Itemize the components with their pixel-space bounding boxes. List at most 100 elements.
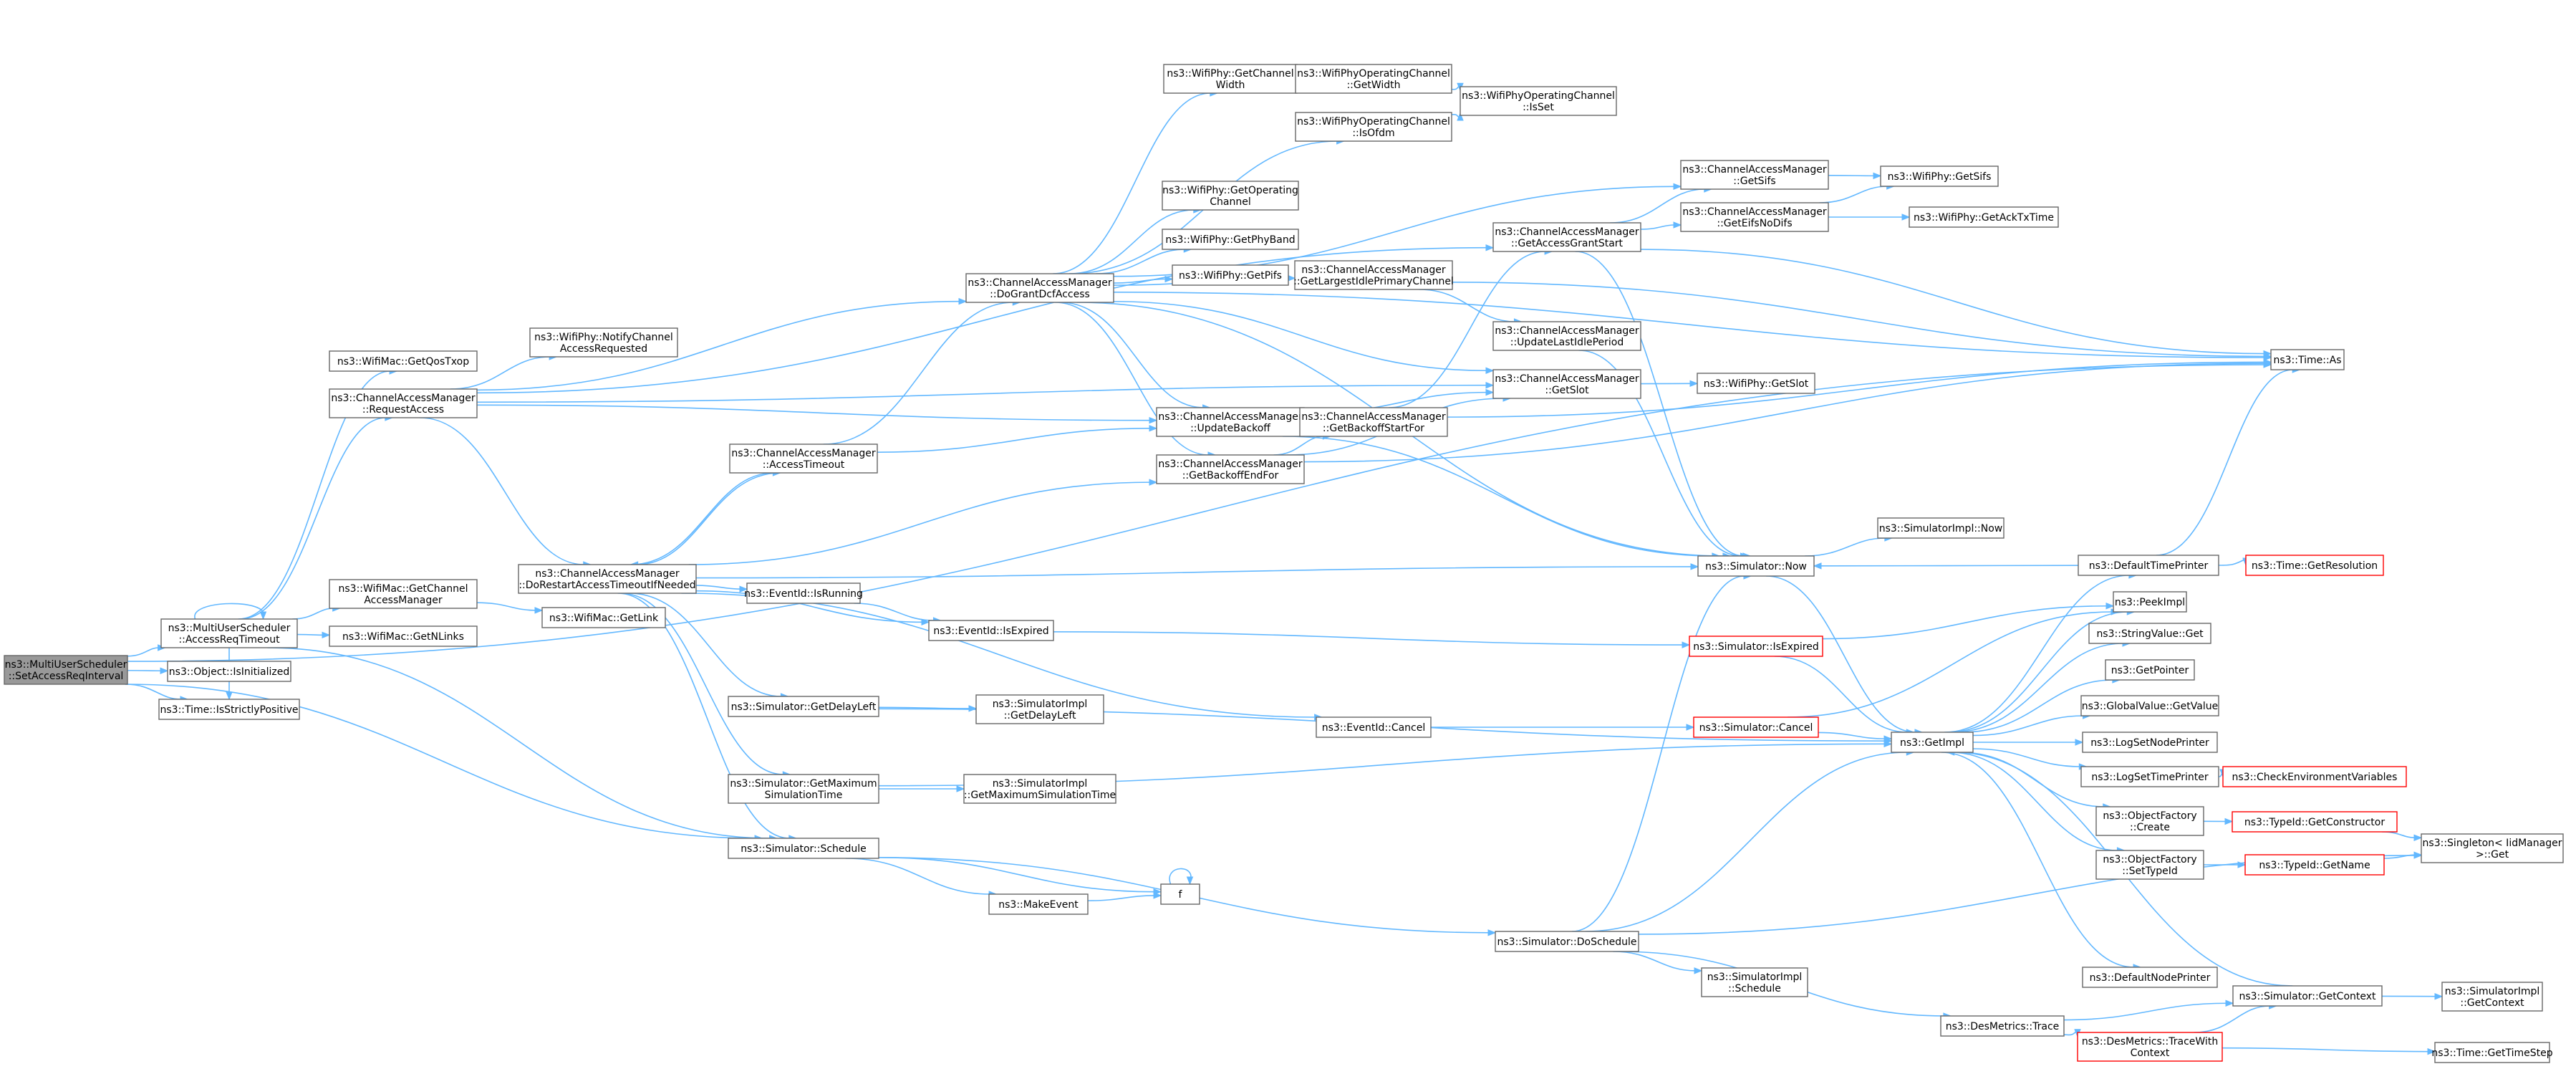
node-opch_isset[interactable]: ns3::WifiPhyOperatingChannel::IsSet — [1460, 86, 1617, 116]
node-isexpired_e[interactable]: ns3::EventId::IsExpired — [928, 620, 1054, 641]
node-peekimpl[interactable]: ns3::PeekImpl — [2113, 591, 2187, 613]
node-impl_schedule[interactable]: ns3::SimulatorImpl::Schedule — [1701, 967, 1808, 997]
node-getnlinks[interactable]: ns3::WifiMac::GetNLinks — [329, 625, 478, 647]
node-simnow[interactable]: ns3::Simulator::Now — [1697, 555, 1815, 577]
node-getimpl[interactable]: ns3::GetImpl — [1891, 732, 1974, 753]
edge-murt-to-getnlinks — [296, 631, 331, 639]
edge-arrowhead — [1873, 172, 1882, 180]
node-impl_delayleft[interactable]: ns3::SimulatorImpl::GetDelayLeft — [975, 694, 1104, 724]
node-logsettime[interactable]: ns3::LogSetTimePrinter — [2080, 766, 2219, 787]
edge-line — [125, 684, 181, 700]
edge-arrowhead — [2263, 358, 2272, 366]
node-box — [1680, 202, 1829, 232]
node-backoffend[interactable]: ns3::ChannelAccessManager::GetBackoffEnd… — [1156, 454, 1305, 484]
node-updlastidle[interactable]: ns3::ChannelAccessManager::UpdateLastIdl… — [1492, 321, 1641, 351]
edge-reqacc-to-dorestart — [420, 417, 592, 568]
edge-line — [1610, 188, 1705, 224]
node-getlink[interactable]: ns3::WifiMac::GetLink — [541, 607, 666, 628]
node-qostxop[interactable]: ns3::WifiMac::GetQosTxop — [329, 350, 478, 372]
node-checkenv[interactable]: ns3::CheckEnvironmentVariables — [2222, 766, 2407, 787]
node-sim_cancel[interactable]: ns3::Simulator::Cancel — [1693, 716, 1819, 738]
edge-reqacc-to-cam_getslot — [476, 381, 1495, 403]
node-globalval[interactable]: ns3::GlobalValue::GetValue — [2080, 695, 2219, 716]
node-box — [1877, 517, 2005, 539]
node-phy_slot[interactable]: ns3::WifiPhy::GetSlot — [1697, 373, 1815, 394]
node-label-line: ns3::WifiPhy::GetPifs — [1179, 270, 1282, 282]
node-label-line: ns3::WifiPhy::GetChannel — [1167, 68, 1293, 80]
edge-murt-to-schedule — [267, 647, 778, 842]
node-logsetnode[interactable]: ns3::LogSetNodePrinter — [2082, 732, 2218, 753]
node-typeid_getname[interactable]: ns3::TypeId::GetName — [2244, 854, 2385, 876]
node-getdelayleft[interactable]: ns3::Simulator::GetDelayLeft — [728, 696, 879, 717]
edge-line — [240, 417, 386, 620]
node-typeid_getctor[interactable]: ns3::TypeId::GetConstructor — [2232, 811, 2398, 833]
node-implnow[interactable]: ns3::SimulatorImpl::Now — [1877, 517, 2005, 539]
node-notify[interactable]: ns3::WifiPhy::NotifyChannelAccessRequest… — [529, 327, 678, 358]
edge-line — [267, 647, 771, 839]
node-getpointer[interactable]: ns3::GetPointer — [2105, 659, 2195, 681]
node-label-line: ::GetAccessGrantStart — [1511, 238, 1624, 249]
node-objfcreate[interactable]: ns3::ObjectFactory::Create — [2095, 806, 2204, 836]
node-simgetctx[interactable]: ns3::Simulator::GetContext — [2232, 985, 2383, 1007]
edge-line — [476, 246, 1487, 394]
node-sim_isexpired[interactable]: ns3::Simulator::IsExpired — [1689, 636, 1823, 657]
node-deftimeprinter[interactable]: ns3::DefaultTimePrinter — [2078, 555, 2219, 576]
node-opch_isofdm[interactable]: ns3::WifiPhyOperatingChannel::IsOfdm — [1295, 112, 1452, 142]
edge-line — [127, 364, 2265, 662]
node-opch_width[interactable]: ns3::WifiPhyOperatingChannel::GetWidth — [1295, 64, 1452, 94]
edge-getaccgrant-to-cam_geteifs — [1640, 221, 1682, 230]
node-gettimestep[interactable]: ns3::Time::GetTimeStep — [2431, 1042, 2553, 1063]
edge-doschedule-to-getimpl — [1585, 749, 1915, 932]
node-defnodeprinter[interactable]: ns3::DefaultNodePrinter — [2082, 967, 2218, 988]
edge-line — [1818, 732, 1886, 739]
node-eventcancel[interactable]: ns3::EventId::Cancel — [1316, 716, 1432, 738]
node-strvalget[interactable]: ns3::StringValue::Get — [2088, 623, 2211, 644]
node-box — [2222, 766, 2407, 787]
node-getresolution[interactable]: ns3::Time::GetResolution — [2245, 555, 2384, 576]
node-dorestart[interactable]: ns3::ChannelAccessManager::DoRestartAcce… — [518, 564, 697, 594]
node-dogrant[interactable]: ns3::ChannelAccessManager::DoGrantDcfAcc… — [965, 273, 1114, 303]
node-objinit[interactable]: ns3::Object::IsInitialized — [167, 661, 291, 682]
node-timeas[interactable]: ns3::Time::As — [2270, 349, 2345, 370]
node-getmaxsim[interactable]: ns3::Simulator::GetMaximumSimulationTime — [728, 774, 879, 804]
node-getpifs[interactable]: ns3::WifiPhy::GetPifs — [1172, 264, 1289, 286]
node-isstrict[interactable]: ns3::Time::IsStrictlyPositive — [158, 699, 300, 720]
node-schedule[interactable]: ns3::Simulator::Schedule — [728, 838, 879, 859]
node-updbackoff[interactable]: ns3::ChannelAccessManager::UpdateBackoff — [1156, 407, 1305, 437]
edge-line — [1113, 300, 1487, 372]
node-getaccgrant[interactable]: ns3::ChannelAccessManager::GetAccessGran… — [1492, 222, 1641, 252]
edge-arrowhead — [1883, 740, 1893, 748]
edge-line — [1060, 302, 1204, 408]
node-doschedule[interactable]: ns3::Simulator::DoSchedule — [1495, 931, 1639, 952]
node-largestidle[interactable]: ns3::ChannelAccessManager::GetLargestIdl… — [1293, 260, 1454, 290]
node-getphyband[interactable]: ns3::WifiPhy::GetPhyBand — [1162, 229, 1299, 250]
node-label-line: ns3::Simulator::Schedule — [741, 843, 867, 855]
node-phy_acktx[interactable]: ns3::WifiPhy::GetAckTxTime — [1909, 206, 2059, 228]
node-acctimeout[interactable]: ns3::ChannelAccessManager::AccessTimeout — [729, 443, 878, 474]
node-desmetrics[interactable]: ns3::DesMetrics::Trace — [1940, 1015, 2065, 1037]
edge-arrowhead — [956, 785, 965, 792]
node-objfsettype[interactable]: ns3::ObjectFactory::SetTypeId — [2095, 850, 2204, 880]
node-cam_getsifs[interactable]: ns3::ChannelAccessManager::GetSifs — [1680, 160, 1829, 190]
node-isrunning[interactable]: ns3::EventId::IsRunning — [744, 582, 863, 604]
node-backoffstart[interactable]: ns3::ChannelAccessManager::GetBackoffSta… — [1299, 407, 1448, 437]
node-implgetctx[interactable]: ns3::SimulatorImpl::GetContext — [2441, 982, 2543, 1012]
node-cam_getslot[interactable]: ns3::ChannelAccessManager::GetSlot — [1492, 369, 1641, 399]
edge-line — [695, 590, 923, 623]
node-murt[interactable]: ns3::MultiUserScheduler::AccessReqTimeou… — [160, 618, 298, 648]
node-phy_sifs[interactable]: ns3::WifiPhy::GetSifs — [1880, 166, 1999, 187]
node-singleton[interactable]: ns3::Singleton< IidManager>::Get — [2421, 833, 2564, 863]
edge-line — [1283, 436, 1713, 557]
node-cam_geteifs[interactable]: ns3::ChannelAccessManager::GetEifsNoDifs — [1680, 202, 1829, 232]
node-label-line: ::GetLargestIdlePrimaryChannel — [1293, 276, 1454, 287]
node-f[interactable]: f — [1160, 883, 1200, 905]
edge-line — [630, 472, 774, 565]
node-reqacc[interactable]: ns3::ChannelAccessManager::RequestAccess — [329, 388, 478, 418]
node-makeevent[interactable]: ns3::MakeEvent — [988, 893, 1089, 915]
edge-line — [878, 856, 1155, 893]
node-impl_maxsim[interactable]: ns3::SimulatorImpl::GetMaximumSimulation… — [963, 774, 1116, 804]
